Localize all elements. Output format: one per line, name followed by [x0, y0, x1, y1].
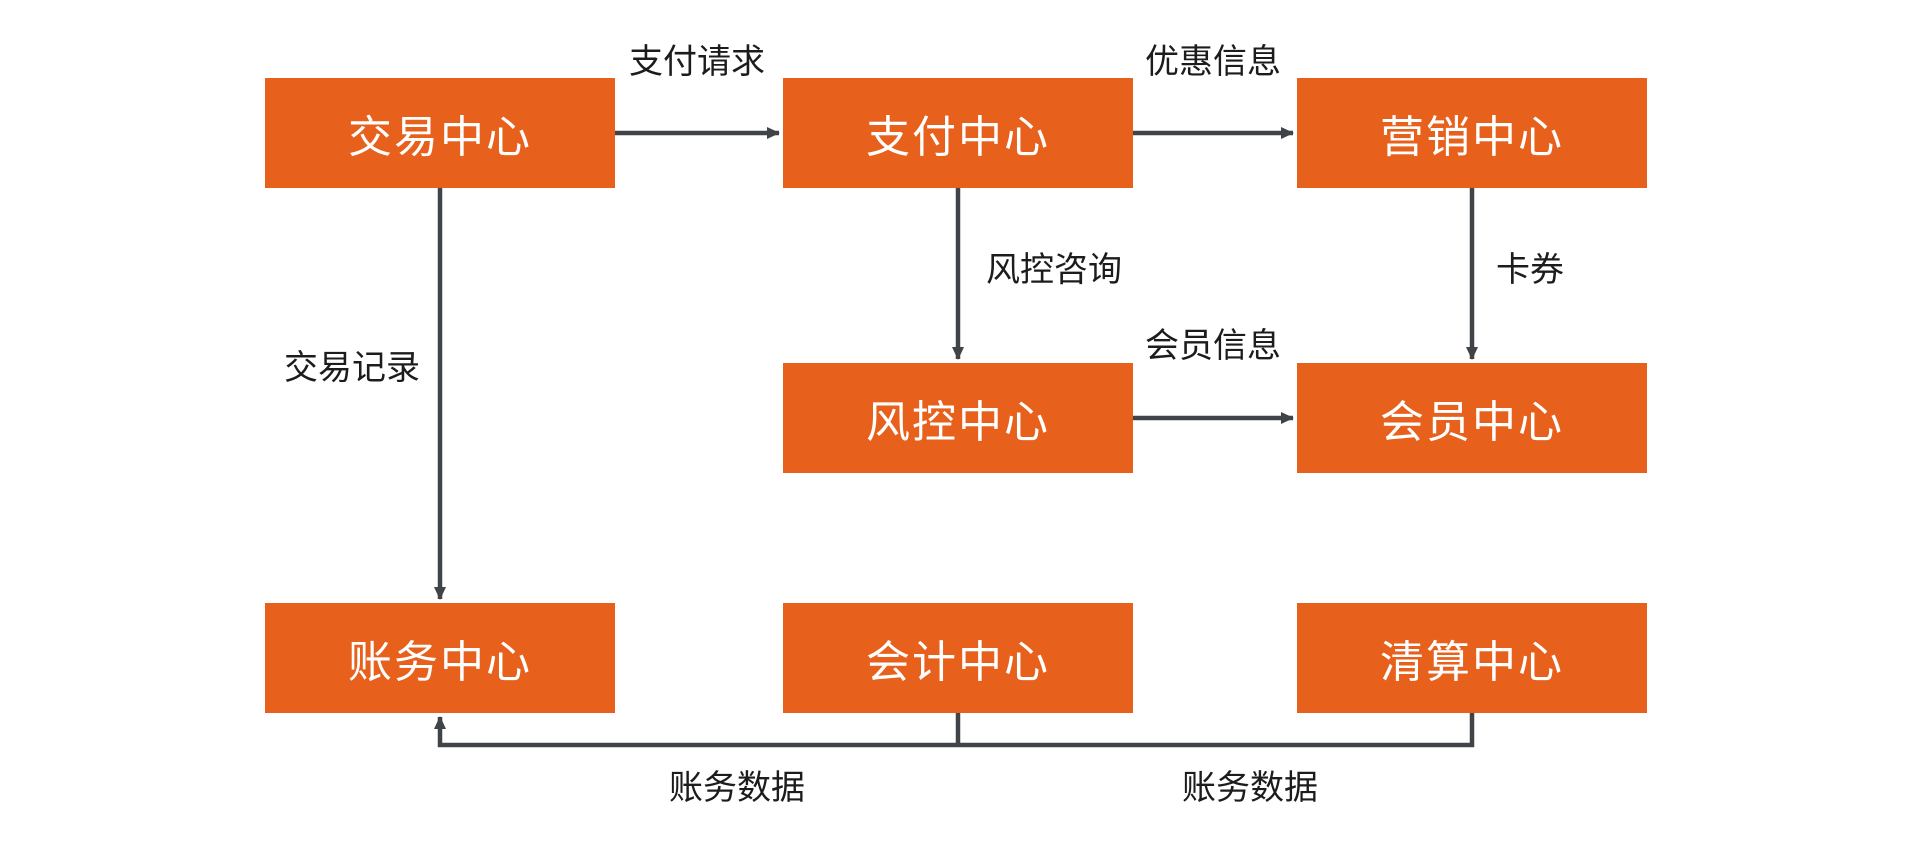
node-member-center: 会员中心 — [1297, 363, 1647, 473]
node-account-center: 账务中心 — [265, 603, 615, 713]
node-trade-center: 交易中心 — [265, 78, 615, 188]
edge-label-discount-info: 优惠信息 — [1145, 43, 1281, 81]
node-accounting-center: 会计中心 — [783, 603, 1133, 713]
edge-label-trade-record: 交易记录 — [284, 349, 420, 387]
edge-clearing-to-account-line — [434, 713, 1475, 748]
edge-label-payment-request: 支付请求 — [629, 43, 765, 81]
edge-label-member-info: 会员信息 — [1145, 327, 1281, 365]
node-risk-control-center: 风控中心 — [783, 363, 1133, 473]
edge-label-account-data-left: 账务数据 — [669, 769, 805, 807]
edge-label-risk-consult: 风控咨询 — [986, 251, 1122, 289]
edge-label-coupon: 卡券 — [1496, 251, 1564, 289]
edge-label-account-data-right: 账务数据 — [1182, 769, 1318, 807]
node-payment-center: 支付中心 — [783, 78, 1133, 188]
node-clearing-center: 清算中心 — [1297, 603, 1647, 713]
node-marketing-center: 营销中心 — [1297, 78, 1647, 188]
